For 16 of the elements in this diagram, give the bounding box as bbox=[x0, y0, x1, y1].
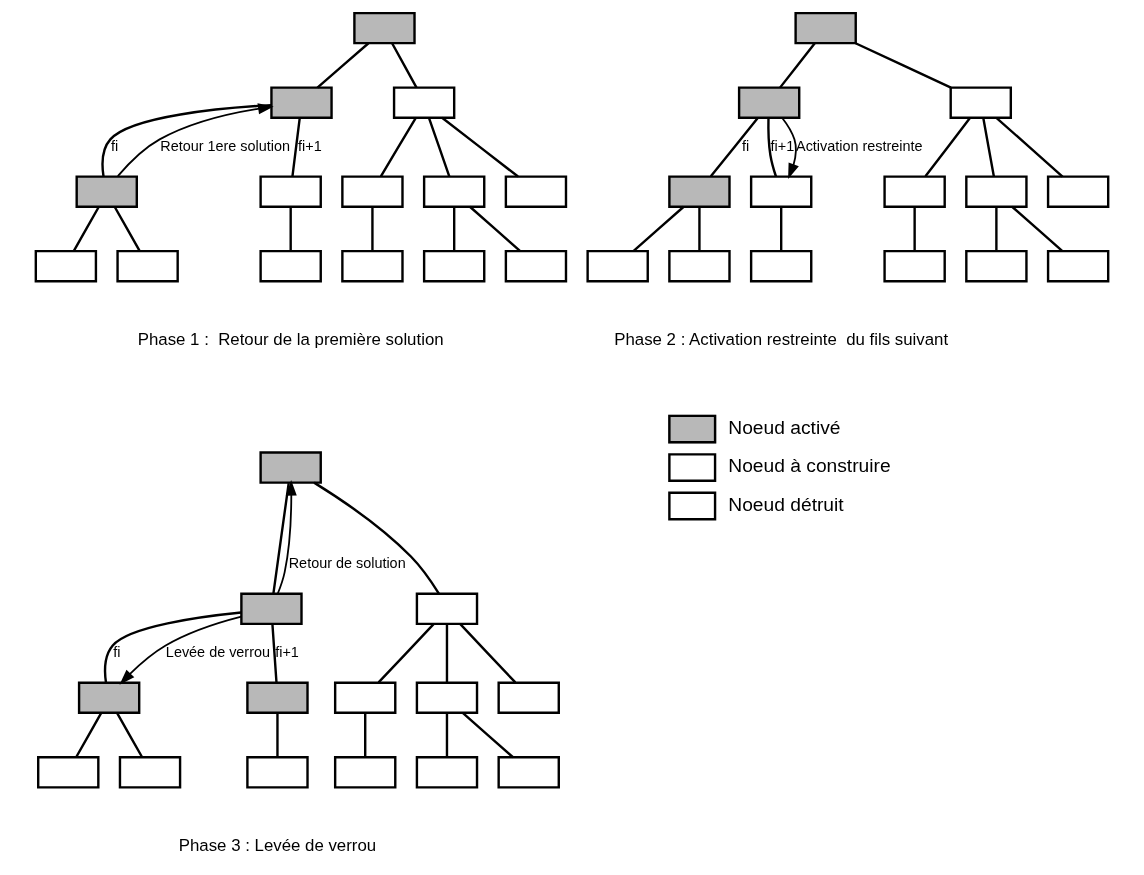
label: Phase 3 : Levée de verrou bbox=[178, 836, 377, 856]
edge-label: Levée de verrou bbox=[165, 644, 271, 661]
label: Phase 2 : Activation restreinte du fils suivant bbox=[614, 330, 949, 350]
edge-label: fi+1 bbox=[275, 644, 299, 661]
legend-label: Noeud activé bbox=[728, 416, 841, 438]
edge-label: fi bbox=[742, 137, 750, 154]
edge-label: Retour de solution bbox=[288, 555, 406, 572]
legend-label: Noeud à construire bbox=[728, 455, 891, 477]
edge-label: fi+1 bbox=[298, 137, 322, 154]
edge-label: Activation restreinte bbox=[796, 137, 923, 154]
edge-label: fi bbox=[113, 644, 121, 661]
legend-label: Noeud détruit bbox=[728, 493, 844, 515]
edge-label: Retour 1ere solution bbox=[160, 137, 291, 154]
edge-label: fi bbox=[110, 137, 119, 154]
label: Phase 1 : Retour de la première solution bbox=[137, 330, 444, 350]
edge-label: fi+1 bbox=[770, 137, 795, 154]
